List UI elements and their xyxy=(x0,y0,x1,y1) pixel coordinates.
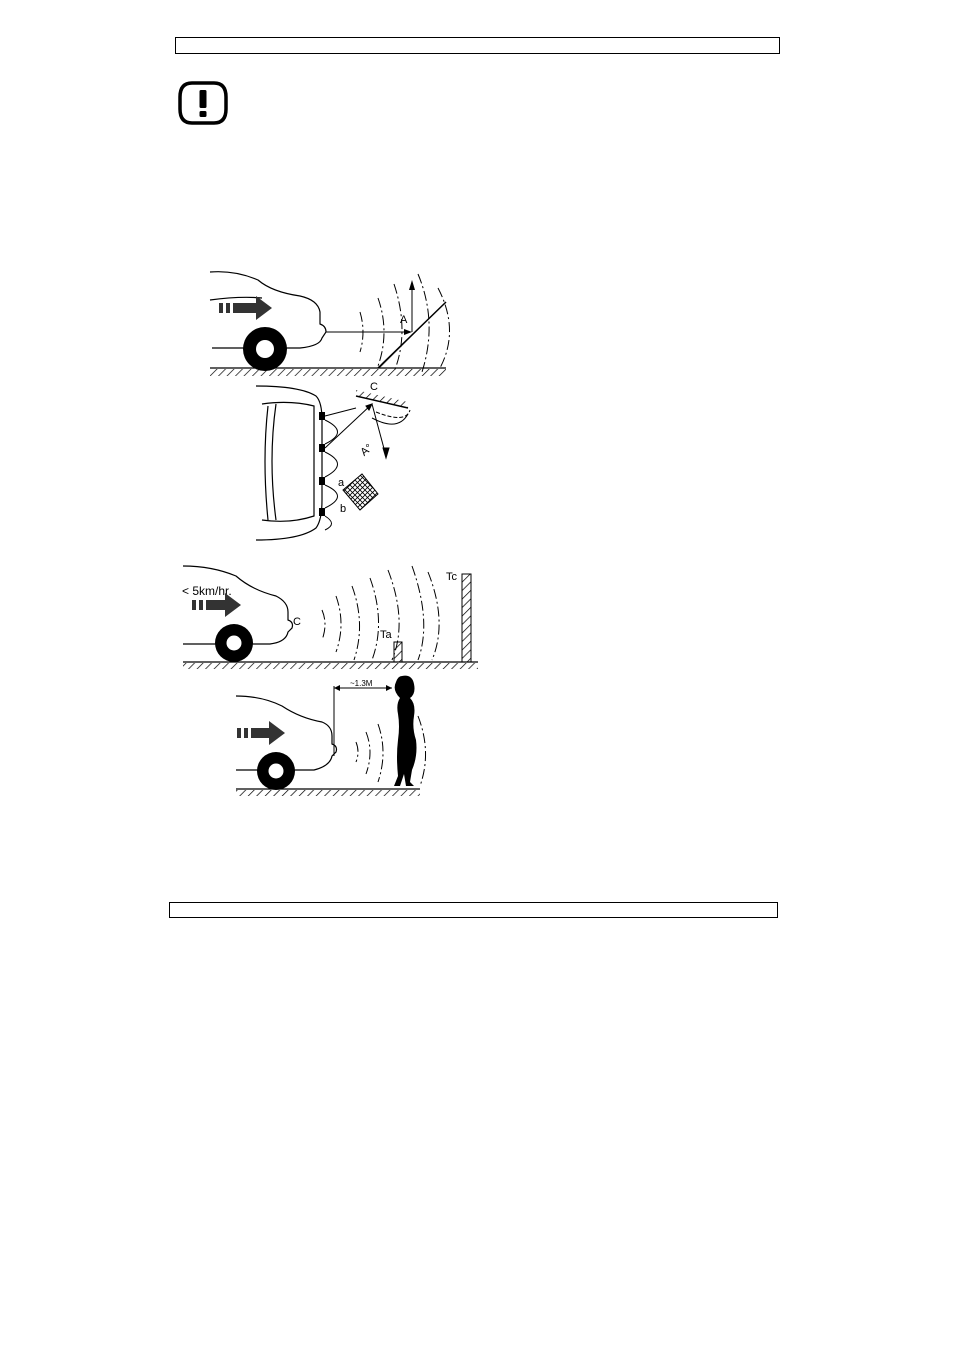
car-wheel xyxy=(243,327,287,371)
ground-2 xyxy=(183,662,478,669)
ground-3 xyxy=(236,789,420,796)
figure-top-view-bumper: C A° a b xyxy=(256,381,410,540)
figure-inclined-obstacle: A xyxy=(210,272,452,376)
ground xyxy=(210,368,446,376)
car-wheel-2 xyxy=(215,624,253,662)
small-obstacle xyxy=(343,474,378,510)
label-ta: Ta xyxy=(380,629,393,641)
reflector-surface xyxy=(356,390,408,408)
car-body-top xyxy=(256,386,322,540)
sensor-lobes xyxy=(325,420,338,530)
speed-label: < 5km/hr. xyxy=(182,584,232,598)
car-wheel-3 xyxy=(257,752,295,790)
figure-speed-obstacles: < 5km/hr. C Ta Tc xyxy=(182,566,478,669)
normal-arrow xyxy=(409,280,415,332)
distance-label: ~1.3M xyxy=(350,679,373,688)
label-tc: Tc xyxy=(446,571,458,583)
page-footer-bar xyxy=(169,902,778,918)
label-b: b xyxy=(340,503,346,515)
pedestrian-silhouette xyxy=(394,676,417,786)
label-a-small: a xyxy=(338,477,345,489)
label-angle: A° xyxy=(358,442,375,459)
distance-marker xyxy=(334,685,392,756)
figure-pedestrian: ~1.3M xyxy=(236,676,426,796)
obstacle-ta xyxy=(394,642,402,662)
label-c: C xyxy=(370,381,378,393)
direction-arrow xyxy=(219,296,272,320)
obstacle-tc xyxy=(462,574,471,662)
direction-arrow-3 xyxy=(237,721,285,745)
sound-waves-2 xyxy=(322,566,439,660)
inclined-wall xyxy=(378,302,452,368)
label-c-2: C xyxy=(293,616,301,628)
